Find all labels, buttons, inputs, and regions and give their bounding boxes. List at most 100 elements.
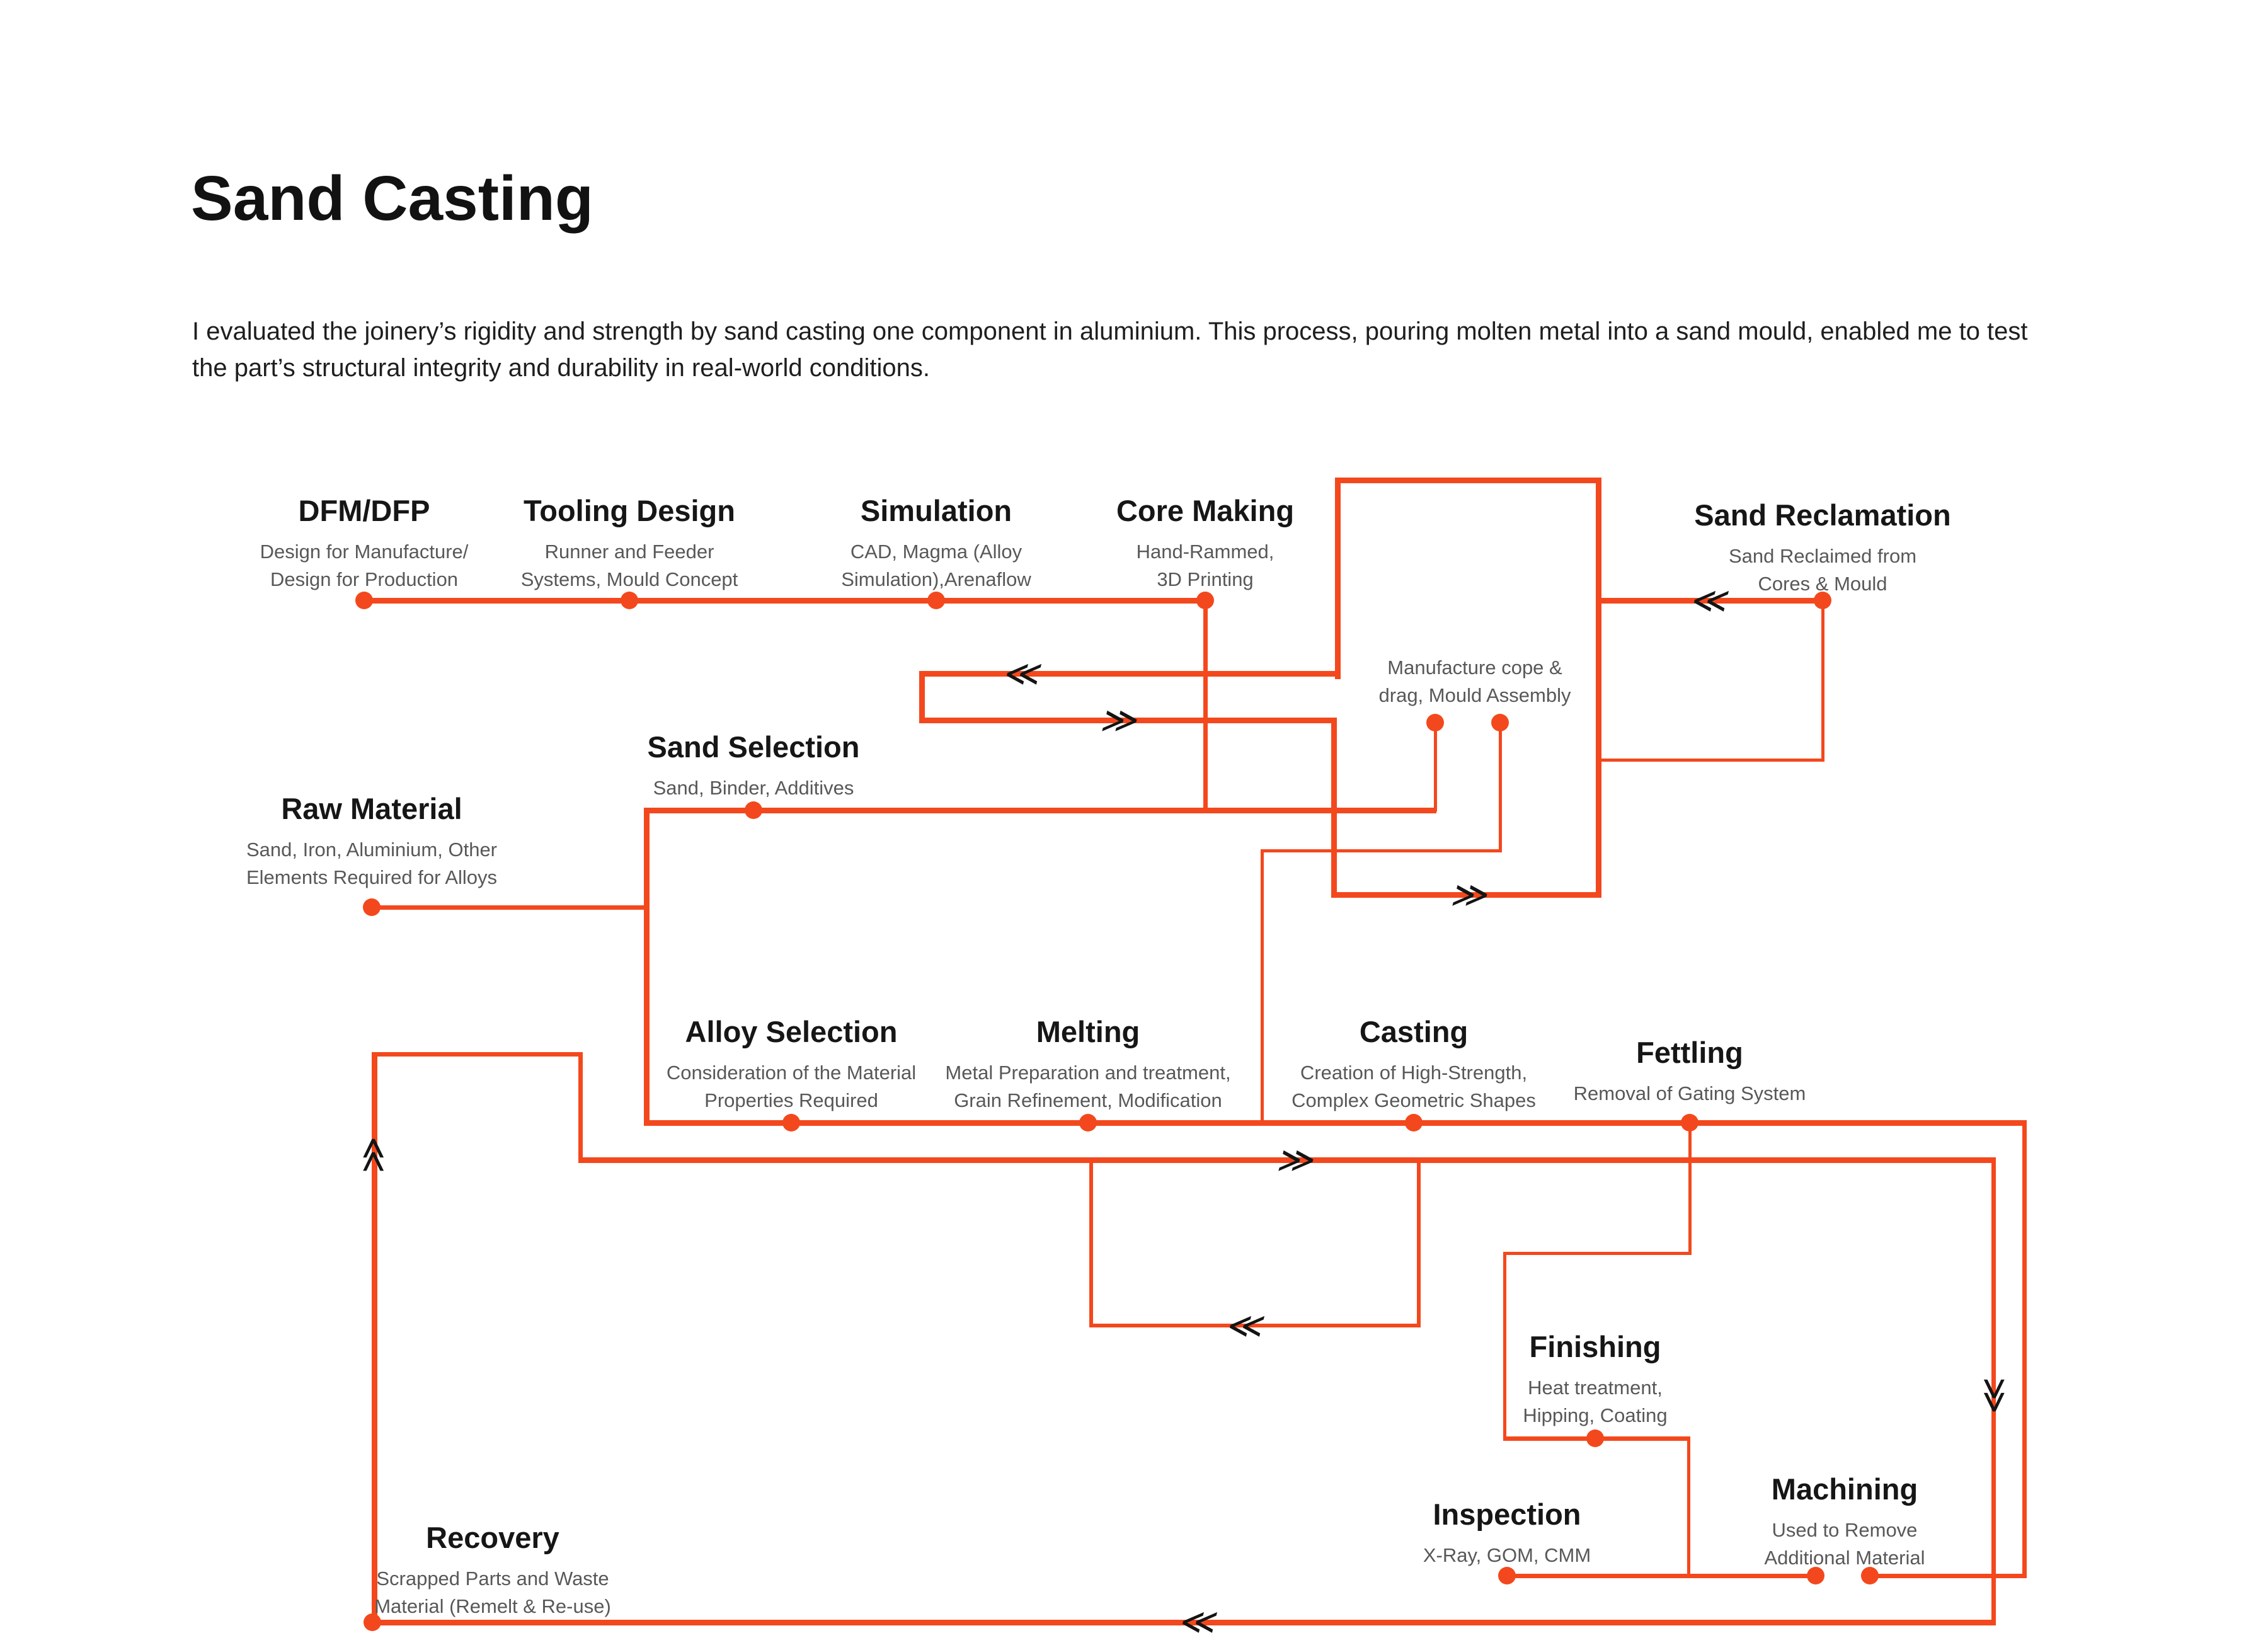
flow-line-right-to-bottom — [1991, 1157, 1996, 1625]
node-subtitle: Used to Remove — [1772, 1519, 1918, 1541]
node-subtitle: Sand, Binder, Additives — [653, 777, 854, 799]
flow-line-machining — [1870, 1574, 2027, 1578]
node-subtitle: Simulation),Arenaflow — [841, 568, 1031, 590]
node-title: Tooling Design — [524, 494, 735, 527]
chevron-right-icon: ≫ — [1097, 700, 1145, 740]
node-subtitle: Systems, Mould Concept — [520, 568, 738, 590]
node-subtitle: Consideration of the Material — [666, 1062, 917, 1084]
node-subtitle: Hand-Rammed, — [1136, 541, 1274, 563]
flow-line-return-upper — [919, 671, 1341, 677]
node-finishing: Finishing Heat treatment, Hipping, Coati… — [1523, 1329, 1667, 1429]
page-title: Sand Casting — [191, 163, 593, 234]
node-dfm-dfp: DFM/DFP Design for Manufacture/ Design f… — [260, 493, 469, 593]
node-subtitle: Runner and Feeder — [544, 541, 714, 563]
node-dot-raw-material — [363, 898, 381, 916]
flow-line-row3 — [644, 1120, 2027, 1126]
node-subtitle: CAD, Magma (Alloy — [850, 541, 1022, 563]
node-dot-inspection — [1498, 1567, 1516, 1584]
flow-line-scrap-loop-left — [1089, 1157, 1093, 1327]
flow-line-sand-reclamation-drop — [1821, 600, 1824, 761]
node-title: Raw Material — [281, 792, 462, 825]
flow-line-top-box-right — [1596, 478, 1601, 898]
node-dot-dfm — [355, 592, 373, 609]
node-title: Finishing — [1529, 1330, 1661, 1363]
node-recovery: Recovery Scrapped Parts and Waste Materi… — [374, 1520, 611, 1620]
flow-line-uturn-left — [919, 671, 925, 723]
node-casting: Casting Creation of High-Strength, Compl… — [1292, 1014, 1536, 1114]
node-dot-recovery — [364, 1613, 381, 1631]
node-subtitle: Grain Refinement, Modification — [954, 1089, 1222, 1111]
node-dot-core-making — [1196, 592, 1214, 609]
chevron-down-icon: ≪ — [1973, 1377, 2013, 1414]
node-subtitle: Design for Production — [270, 568, 459, 590]
node-subtitle: 3D Printing — [1157, 568, 1254, 590]
flow-line-inspection — [1507, 1574, 1816, 1578]
description-line-2: the part’s structural integrity and dura… — [192, 354, 930, 382]
flow-line-recovery-forward — [578, 1157, 1996, 1163]
node-core-making: Core Making Hand-Rammed, 3D Printing — [1116, 493, 1294, 593]
node-subtitle: Properties Required — [704, 1089, 878, 1111]
flow-line-mid-drop — [1331, 718, 1337, 898]
flow-line-fettling-drop — [1688, 1120, 1692, 1254]
flow-line-cope-dot1-stem — [1434, 723, 1437, 811]
node-dot-cope-1 — [1426, 714, 1444, 731]
flow-line-bottom-return — [372, 1620, 1996, 1625]
node-subtitle: Creation of High-Strength, — [1300, 1062, 1528, 1084]
node-title: DFM/DFP — [298, 494, 430, 527]
node-title: Fettling — [1636, 1036, 1743, 1069]
flow-line-mould-assembly-return — [1261, 849, 1502, 852]
flow-line-sand-reclamation-feed — [1596, 598, 1823, 604]
node-dot-fettling — [1681, 1114, 1698, 1132]
node-dot-sand-reclamation — [1814, 592, 1831, 609]
flow-line-core-making-drop — [1203, 598, 1208, 813]
node-title: Casting — [1359, 1015, 1469, 1048]
node-fettling: Fettling Removal of Gating System — [1574, 1035, 1806, 1108]
flow-line-recovery-left — [372, 1052, 377, 1625]
node-title: Machining — [1771, 1472, 1918, 1506]
node-dot-casting — [1405, 1114, 1423, 1132]
node-subtitle: Elements Required for Alloys — [246, 866, 498, 888]
node-dot-machining-1 — [1807, 1567, 1824, 1584]
node-subtitle: Removal of Gating System — [1573, 1082, 1806, 1104]
node-subtitle: Cores & Mould — [1758, 573, 1887, 595]
node-title: Simulation — [860, 494, 1012, 527]
note-line: Manufacture cope & — [1387, 656, 1562, 679]
flow-line-to-finishing — [1503, 1252, 1506, 1441]
chevron-left-icon: ≪ — [999, 653, 1047, 693]
chevron-left-icon: ≪ — [1175, 1601, 1223, 1641]
flow-line-assembly-to-row3 — [1261, 849, 1264, 1124]
node-subtitle: Design for Manufacture/ — [260, 541, 469, 563]
node-title: Sand Reclamation — [1694, 498, 1951, 532]
node-subtitle: Additional Material — [1764, 1547, 1925, 1569]
description-line-1: I evaluated the joinery’s rigidity and s… — [192, 318, 2028, 345]
flow-line-finishing-to-inspection — [1687, 1436, 1690, 1578]
node-subtitle: Heat treatment, — [1528, 1377, 1663, 1399]
flow-line-fettling-to-machining — [2022, 1120, 2027, 1578]
node-dot-simulation — [927, 592, 945, 609]
node-subtitle: Sand Reclaimed from — [1728, 545, 1917, 567]
node-sand-selection: Sand Selection Sand, Binder, Additives — [648, 730, 860, 802]
node-subtitle: Hipping, Coating — [1523, 1404, 1668, 1426]
page-description: I evaluated the joinery’s rigidity and s… — [192, 313, 2028, 386]
node-subtitle: X-Ray, GOM, CMM — [1423, 1544, 1591, 1566]
flow-line-recovery-step — [578, 1052, 583, 1162]
node-title: Recovery — [426, 1521, 559, 1554]
node-melting: Melting Metal Preparation and treatment,… — [945, 1014, 1230, 1114]
flow-line-recovery-top — [374, 1052, 583, 1057]
node-subtitle: Metal Preparation and treatment, — [945, 1062, 1231, 1084]
note-line: drag, Mould Assembly — [1378, 684, 1571, 706]
flow-line-cope-dot2-stem — [1499, 723, 1502, 852]
node-title: Melting — [1036, 1015, 1140, 1048]
node-dot-cope-2 — [1491, 714, 1509, 731]
chevron-up-icon: ≪ — [355, 1136, 394, 1174]
flow-line-fettling-branch — [1503, 1252, 1692, 1255]
node-inspection: Inspection X-Ray, GOM, CMM — [1423, 1497, 1591, 1569]
node-title: Inspection — [1433, 1498, 1581, 1531]
flow-line-casting-scrap-return — [1089, 1324, 1421, 1327]
node-tooling-design: Tooling Design Runner and Feeder Systems… — [521, 493, 738, 593]
node-title: Alloy Selection — [685, 1015, 898, 1048]
node-subtitle: Scrapped Parts and Waste — [376, 1567, 609, 1590]
node-subtitle: Material (Remelt & Re-use) — [374, 1595, 611, 1617]
flow-line-top-box-left — [1335, 478, 1341, 679]
